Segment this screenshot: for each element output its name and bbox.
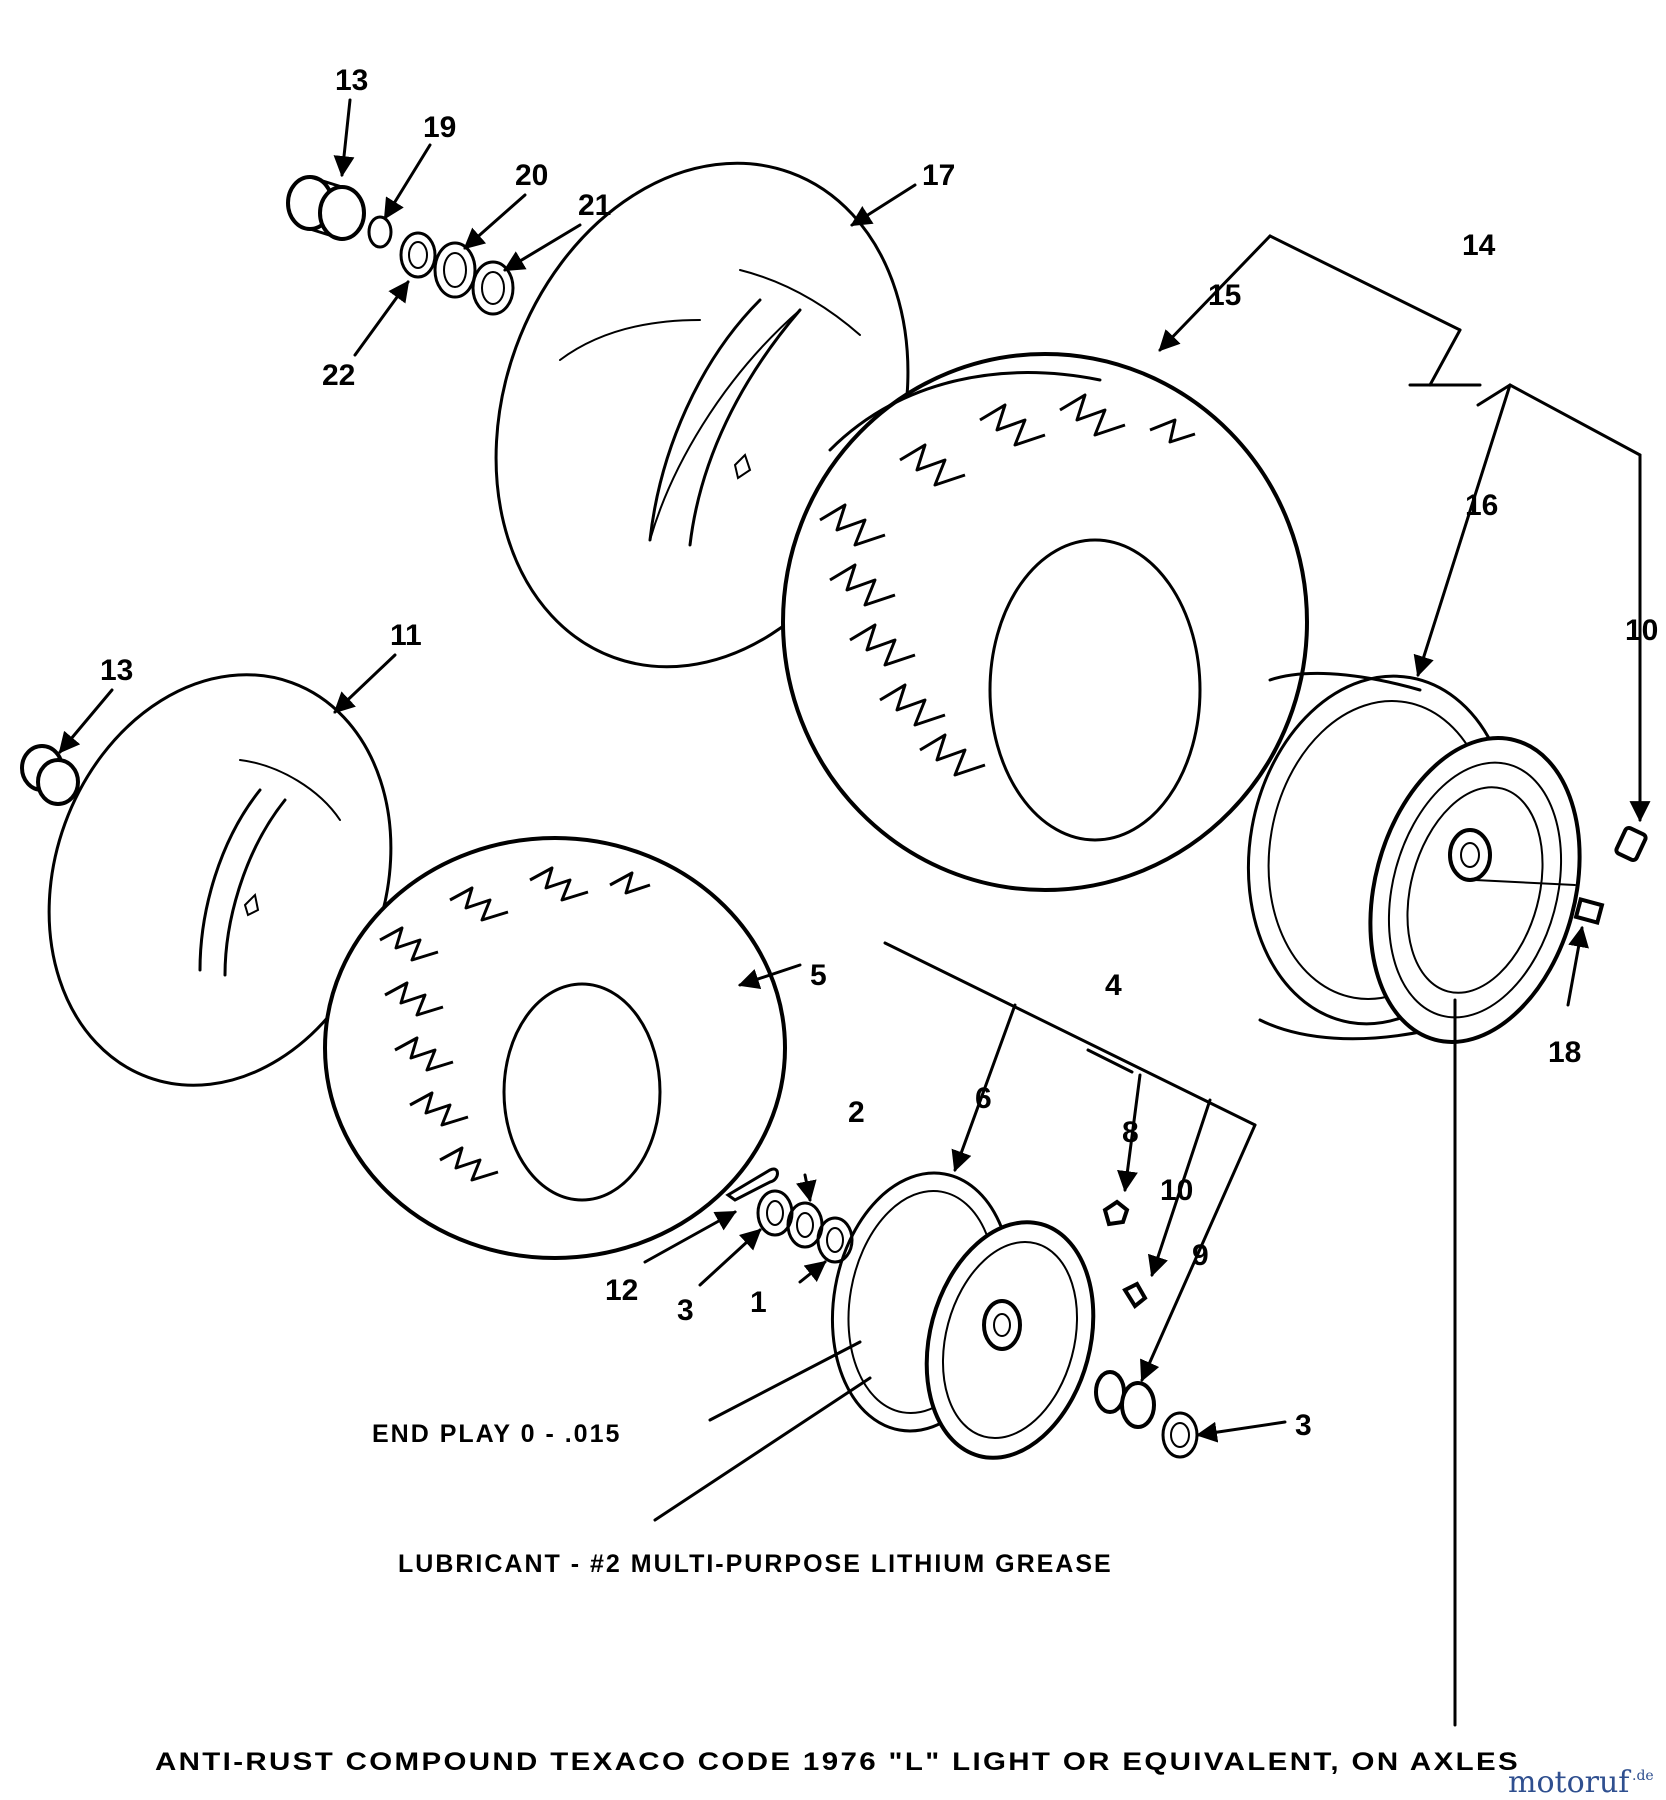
washer-21 <box>471 260 515 316</box>
watermark-suffix: .de <box>1632 1768 1654 1784</box>
callout-20: 20 <box>515 159 548 192</box>
note-anti-rust: ANTI-RUST COMPOUND TEXACO CODE 1976 "L" … <box>155 1748 1520 1776</box>
cotter-pin-12 <box>725 1167 779 1202</box>
wheel-rim-16 <box>1246 671 1582 1044</box>
callout-1: 1 <box>750 1286 767 1319</box>
bushing-13-left <box>20 744 80 806</box>
callout-14: 14 <box>1462 229 1496 262</box>
callout-10-lower: 10 <box>1160 1174 1193 1207</box>
callout-16: 16 <box>1465 489 1498 522</box>
callout-9: 9 <box>1192 1239 1209 1272</box>
callout-6: 6 <box>975 1082 992 1115</box>
valve-stem-10-upper <box>1614 825 1648 863</box>
washer-1 <box>816 1216 854 1264</box>
grease-fitting-8 <box>1102 1199 1130 1227</box>
retaining-ring-19 <box>367 215 393 249</box>
bushing-13-top <box>286 175 366 241</box>
callout-labels: 13 19 20 21 22 17 14 15 16 10 18 13 11 5… <box>100 64 1658 1442</box>
inner-tube-17 <box>494 161 910 669</box>
callout-12: 12 <box>605 1274 638 1307</box>
note-lubricant: LUBRICANT - #2 MULTI-PURPOSE LITHIUM GRE… <box>398 1550 1113 1578</box>
callout-15: 15 <box>1208 279 1241 312</box>
washer-20 <box>433 241 477 299</box>
washer-3-outer <box>1161 1411 1199 1459</box>
watermark-logo: motoruf <box>1508 1765 1631 1800</box>
callout-3-inner: 3 <box>677 1294 694 1327</box>
callout-11: 11 <box>390 619 422 652</box>
washer-22 <box>399 231 437 279</box>
wheel-rim-6 <box>830 1171 1096 1460</box>
note-end-play: END PLAY 0 - .015 <box>372 1420 621 1448</box>
callout-2: 2 <box>848 1096 865 1129</box>
fitting-18 <box>1573 897 1605 925</box>
callout-5: 5 <box>810 959 827 992</box>
callout-4: 4 <box>1105 969 1122 1002</box>
callout-13-top: 13 <box>335 64 368 97</box>
bushing-9 <box>1094 1370 1156 1429</box>
callout-19: 19 <box>423 111 456 144</box>
callout-17: 17 <box>922 159 955 192</box>
callout-21: 21 <box>578 189 611 222</box>
leader-lines <box>58 98 1651 1727</box>
callout-18: 18 <box>1548 1036 1581 1069</box>
callout-13-left: 13 <box>100 654 133 687</box>
callout-3-outer: 3 <box>1295 1409 1312 1442</box>
callout-22: 22 <box>322 359 355 392</box>
tire-5 <box>323 836 787 1260</box>
valve-stem-10-lower <box>1122 1281 1148 1309</box>
callout-10-upper: 10 <box>1625 614 1658 647</box>
tire-15 <box>781 352 1309 892</box>
callout-8: 8 <box>1122 1116 1139 1149</box>
